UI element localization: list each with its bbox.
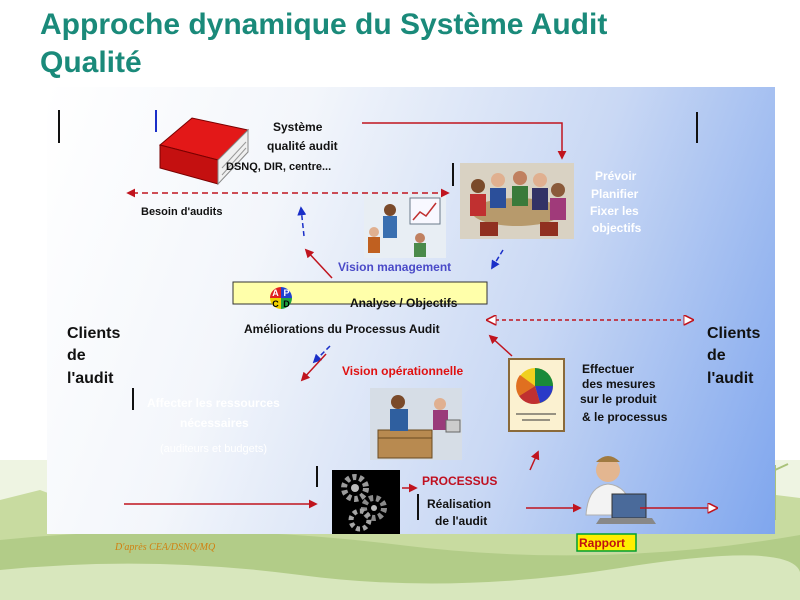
- clients-left-line-1: Clients: [67, 325, 120, 342]
- prevoir-line-4: objectifs: [592, 221, 642, 235]
- pdca-letter-d: D: [283, 299, 290, 309]
- pdca-letter-p: P: [283, 288, 289, 298]
- processus-label: PROCESSUS: [422, 474, 497, 488]
- prevoir-line-1: Prévoir: [595, 169, 637, 183]
- besoin-audits-label: Besoin d'audits: [141, 206, 222, 218]
- gears-icon: [332, 470, 400, 534]
- meeting-image: [460, 163, 574, 239]
- realisation-line-1: Réalisation: [427, 497, 491, 511]
- arrow-blue-down-management: [491, 249, 504, 270]
- laptop-worker-image: [585, 456, 656, 524]
- office-worker-image: [370, 388, 462, 460]
- affecter-line-2: nécessaires: [180, 416, 249, 430]
- prevoir-line-2: Planifier: [591, 187, 639, 201]
- analyse-objectifs-bar: [232, 281, 488, 305]
- effectuer-line-4: & le processus: [582, 410, 668, 424]
- arrow-mesures-up: [488, 334, 513, 357]
- pdca-wheel-icon: A P C D: [270, 287, 292, 309]
- rapport-label: Rapport: [579, 536, 625, 550]
- clients-right-line-2: de: [707, 347, 726, 364]
- prevoir-line-3: Fixer les: [590, 204, 639, 218]
- effectuer-line-3: sur le produit: [580, 392, 657, 406]
- realisation-line-2: de l'audit: [435, 514, 487, 528]
- dsnq-label: DSNQ, DIR, centre...: [226, 161, 331, 173]
- ameliorations-label: Améliorations du Processus Audit: [244, 322, 440, 336]
- clients-left-line-2: de: [67, 347, 86, 364]
- effectuer-line-1: Effectuer: [582, 362, 634, 376]
- arrow-processus-up: [529, 450, 540, 471]
- vision-management-label: Vision management: [338, 260, 451, 274]
- systeme-label-line2: qualité audit: [267, 139, 338, 153]
- arrow-blue-up: [297, 206, 307, 237]
- vision-operationnelle-label: Vision opérationnelle: [342, 364, 463, 378]
- arrow-systeme-to-planifier: [362, 122, 567, 160]
- rapport-box: [576, 533, 637, 552]
- source-label: D'après CEA/DSNQ/MQ: [114, 542, 216, 553]
- book-icon: [158, 117, 250, 186]
- presentation-image: [364, 192, 446, 258]
- flow-arrows: [124, 122, 716, 508]
- clients-right-line-3: l'audit: [707, 370, 754, 387]
- clients-left-line-3: l'audit: [67, 370, 114, 387]
- affecter-line-1: Affecter les ressources: [147, 396, 280, 410]
- arrow-operationnel-down: [300, 353, 327, 382]
- effectuer-line-2: des mesures: [582, 377, 656, 391]
- arrow-management-up: [304, 248, 333, 279]
- auditeurs-label: (auditeurs et budgets): [160, 443, 267, 455]
- arrow-blue-down-left: [312, 345, 331, 364]
- systeme-label-line1: Système: [273, 120, 323, 134]
- title-line-1: Approche dynamique du Système Audit: [40, 8, 608, 41]
- chart-card-image: [508, 358, 565, 432]
- title-line-2: Qualité: [40, 46, 142, 79]
- analyse-objectifs-label: Analyse / Objectifs: [350, 296, 458, 310]
- clients-right-line-1: Clients: [707, 325, 760, 342]
- pdca-letter-c: C: [272, 299, 279, 309]
- separator-bars: [58, 110, 698, 520]
- pdca-letter-a: A: [272, 288, 279, 298]
